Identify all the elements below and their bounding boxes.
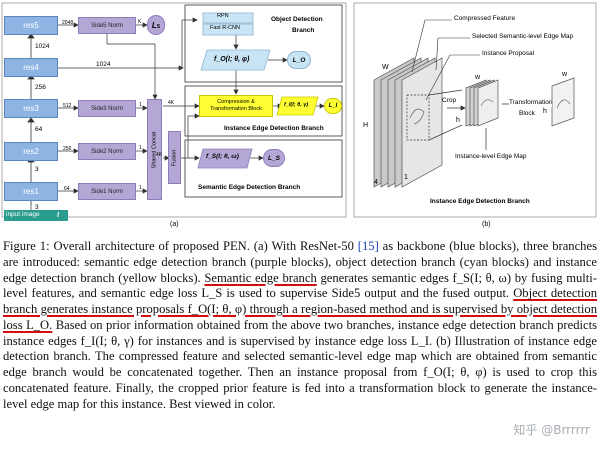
detection-branch-title-1: Object Detection [271,16,323,23]
detection-branch-title-2: Branch [292,27,315,34]
channel-label-res1: 3 [35,166,39,173]
fi-formula: f_I(I; θ, γ) [284,102,309,108]
caption-text-4: Based on prior information obtained from… [3,317,597,411]
side-channel-256: 256 [63,146,72,152]
ls-top-text: L [151,20,157,30]
label-h-crop: h [456,117,460,124]
transformation-label-2: Block [519,110,535,117]
instance-map-label: Instance-level Edge Map [455,153,527,160]
channel-label-res2: 64 [35,126,43,133]
semantic-branch-title: Semantic Edge Detection Branch [198,184,301,191]
caption-underline-semantic: Semantic edge branch [204,270,317,285]
label-four: 4 [374,179,378,186]
ls-top-sub: S [156,24,161,30]
label-w-out: w [562,71,568,78]
side3-norm-block: Side3 Norm [78,100,136,117]
label-one: 1 [404,174,408,181]
side2-norm-block: Side2 Norm [78,143,136,160]
compression-transformation-block: Compression & Transformation Block [199,95,273,117]
fs-block [197,148,253,169]
caption-underline-detection: Object detection branch generates instan… [3,286,598,332]
side-channel-512: 512 [63,103,72,109]
k-label-side3: 1 [139,102,142,108]
shared-concat-label: Shared Concat [151,131,158,168]
res4-block: res4 [4,58,58,77]
fi-block [276,96,319,116]
caption-text-2: as backbone (blue blocks), three branche… [3,239,597,285]
instance-branch-title: Instance Edge Detection Branch [224,125,324,132]
channel-label-res4-out: 1024 [96,61,111,68]
label-w-crop: w [475,74,481,81]
res3-block: res3 [4,99,58,118]
fo-formula: f_O(I; θ, φ) [214,56,250,63]
k-label-side5: K [138,19,142,25]
label-4k-fusion: 4K [156,152,163,158]
caption-reference[interactable]: [15] [357,239,379,253]
input-image-label: input image [6,211,40,218]
lo-loss: L_O [287,51,311,69]
panel-b-subcaption: (b) [482,221,491,228]
res5-block: res5 [4,16,58,35]
shared-concat-block: Shared Concat [147,99,162,200]
compression-label-1: Compression & [217,99,255,106]
rpn-label: RPN [217,13,229,19]
fs-formula: f_S(I; θ, ω) [206,153,239,160]
panel-b-drawing [353,2,597,218]
label-w-large: W [382,64,389,71]
fusion-block: Fusion [168,131,181,184]
channel-label-res4: 1024 [35,43,50,50]
li-loss: L_I [324,98,342,114]
diagram-panel-a: res5 res4 res3 res2 res1 1024 256 64 3 3… [0,0,352,232]
transformation-label-1: Transformation [509,99,553,107]
res2-block: res2 [4,142,58,161]
caption-text-1: Figure 1: Overall architecture of propos… [3,239,358,253]
side5-norm-block: Side5 Norm [78,17,136,34]
compression-label-2: Transformation Block [210,106,262,112]
res1-block: res1 [4,182,58,201]
fo-block [200,49,271,71]
ls-loss: L_S [263,149,285,167]
legend-compressed-feature: Compressed Feature [454,15,516,22]
panel-a-subcaption: (a) [170,221,179,228]
channel-label-res3: 256 [35,84,46,91]
input-symbol: I [57,212,59,219]
side-channel-64: 64 [64,186,70,192]
label-h-large: H [363,122,369,129]
input-image [4,210,68,221]
caption-paragraph: Figure 1: Overall architecture of propos… [3,239,597,412]
k-label-side2: 1 [139,145,142,151]
channel-label-input: 3 [35,204,39,211]
caption-text-3: generates semantic edges f_S(I; θ, ω) by… [3,270,597,301]
legend-semantic-edge-map: Selected Semantic-level Edge Map [472,33,574,40]
fusion-label: Fusion [171,149,178,166]
label-h-out: h [543,108,547,115]
fast-rcnn-label: Fast R-CNN [210,25,240,31]
side1-norm-block: Side1 Norm [78,183,136,200]
diagram-panel-b: Compressed Feature Selected Semantic-lev… [352,0,600,232]
side-channel-2048: 2048 [62,20,74,26]
watermark: 知乎 @Brrrrrr [513,423,590,437]
legend-instance-proposal: Instance Proposal [482,50,535,57]
k-label-side1: 1 [139,185,142,191]
figure-caption: Figure 1: Overall architecture of propos… [3,239,597,412]
panel-a-connectors [1,2,347,218]
label-4k-compression: 4K [168,100,175,106]
crop-label: Crop [442,97,457,104]
panel-b-title: Instance Edge Detection Branch [430,198,530,205]
